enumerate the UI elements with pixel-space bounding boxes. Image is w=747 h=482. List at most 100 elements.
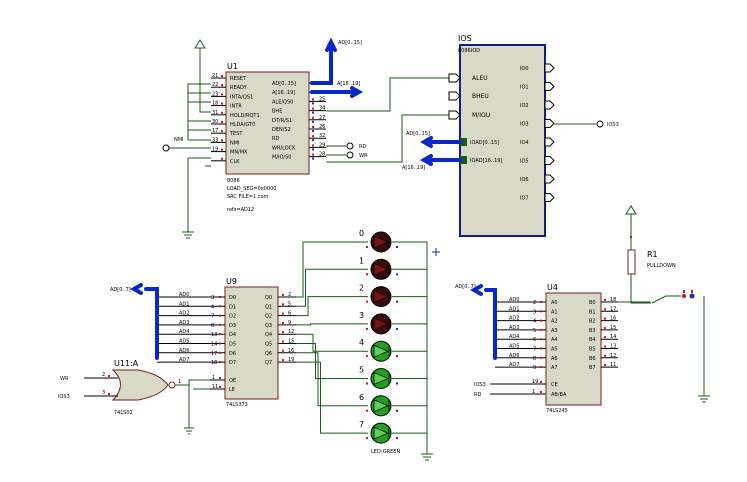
u11-input-wr: WR xyxy=(60,376,69,382)
u4-in-label: AD7 xyxy=(509,362,519,368)
u1-pin-num: 22 xyxy=(212,82,218,88)
u9-in-pin: D6 xyxy=(229,351,236,357)
switch-icon xyxy=(651,295,667,304)
u1-pin-num: 29 xyxy=(319,142,325,148)
u1-address-bus: AD[0..15] A[16..19] xyxy=(310,37,364,98)
u1-pin-name: TEST xyxy=(229,131,243,137)
output-port-icon xyxy=(544,174,555,184)
u1-pin-num: 31 xyxy=(212,110,218,116)
u9-input-bus: AD[0..7] xyxy=(110,283,159,360)
origin-marker-icon xyxy=(432,248,440,256)
u1-pin-name: MN/MX xyxy=(230,150,248,156)
u4-b-num: 14 xyxy=(610,334,616,340)
u4-ref: U4 xyxy=(547,283,558,292)
u9-in-label: AD6 xyxy=(179,348,189,354)
ios-pin-name: M/IOU xyxy=(472,112,490,119)
r1-pulldown[interactable]: R1 PULLDOWN xyxy=(625,205,710,403)
u1-pin-name: INTA/QS1 xyxy=(230,94,253,100)
u1-prop-src-file: SRC FILE=1.com xyxy=(227,194,269,200)
u11-input-ios3: IOS3 xyxy=(58,394,70,400)
nor-gate-icon xyxy=(111,369,169,401)
u1-bus-label: A[16..19] xyxy=(337,81,360,87)
u9-part: 74LS373 xyxy=(226,402,248,408)
u11-nor-gate[interactable]: U11:A 74LS02 WR IOS3 2 3 1 xyxy=(58,359,210,435)
bus-port-icon xyxy=(460,138,467,146)
u9-in-num: 4 xyxy=(211,304,214,310)
u9-out-num: 2 xyxy=(288,292,291,298)
diode-arrow-icon xyxy=(373,344,390,358)
u4-b-pin: B5 xyxy=(589,347,596,353)
u4-in-label: AD2 xyxy=(509,316,519,322)
nmi-label: NMI xyxy=(174,137,184,143)
u1-ref: U1 xyxy=(227,62,238,71)
u11-part: 74LS02 xyxy=(114,410,133,416)
u1-pin-name: DEN/S2 xyxy=(272,127,291,133)
ios-block[interactable]: IOS 8086IOD ALEUBHEUM/IOUIOAD[0..15]AD[0… xyxy=(402,34,619,237)
u4-b-num: 11 xyxy=(610,362,616,368)
u1-prop-load-seg: LOAD_SEG=0x0000 xyxy=(227,186,277,192)
u9-in-num: 17 xyxy=(211,351,217,357)
u1-cpu[interactable]: U1 8086 LOAD_SEG=0x0000 SRC FILE=1.com r… xyxy=(211,62,326,213)
u1-pin-name: DT/R/S1 xyxy=(272,118,292,124)
u4-ctrl-label: IOS3 xyxy=(474,382,486,388)
ios-bus-label: A[16..19] xyxy=(402,165,425,171)
u1-control-net: RD WR xyxy=(326,77,449,163)
u4-a-pin: A4 xyxy=(551,337,558,343)
u9-in-pin: D1 xyxy=(229,304,236,310)
u1-pin-name: HLDA/GT0 xyxy=(230,122,255,128)
output-port-icon xyxy=(544,156,555,165)
ios3-terminal-label: IOS3 xyxy=(607,122,619,128)
u4-b-num: 18 xyxy=(610,297,616,303)
u4-b-num: 17 xyxy=(610,306,616,312)
led-part-label: LED-GREEN xyxy=(371,449,400,455)
u1-body xyxy=(225,71,310,175)
diode-arrow-icon xyxy=(373,262,390,276)
u1-pin-name: RD xyxy=(272,136,279,142)
ground-icon xyxy=(698,395,710,403)
u4-in-num: 9 xyxy=(533,365,536,371)
u4-part: 74LS245 xyxy=(546,408,568,414)
output-port-icon xyxy=(544,100,555,110)
u9-out-pin: Q0 xyxy=(265,295,272,301)
u1-pin-name: A[16..19] xyxy=(272,90,295,96)
wr-terminal-label: WR xyxy=(359,153,368,159)
u4-a-pin: A7 xyxy=(551,365,558,371)
u4-ctrl-num: 1 xyxy=(532,389,535,395)
led-number: 0 xyxy=(359,229,364,238)
u9-ctrl-pin: OE xyxy=(229,378,236,384)
u1-pin-num: 27 xyxy=(319,115,325,121)
u4-b-num: 13 xyxy=(610,344,616,350)
input-port-icon xyxy=(448,91,461,101)
ios3-terminal-icon xyxy=(596,120,604,128)
ios-io-pin-name: IO5 xyxy=(520,159,529,165)
u4-in-label: AD3 xyxy=(509,325,519,331)
rd-terminal-icon xyxy=(346,142,354,150)
led-number: 5 xyxy=(359,366,364,375)
u9-in-num: 14 xyxy=(211,342,217,348)
output-port-icon xyxy=(544,193,555,202)
u1-pin-name: HOLD/RQT1 xyxy=(230,113,260,119)
u9-in-label: AD3 xyxy=(179,320,189,326)
led-number: 6 xyxy=(359,393,364,402)
u4-b-pin: B0 xyxy=(589,300,596,306)
u1-pin-name: READY xyxy=(230,85,248,91)
u4-b-pin: B6 xyxy=(589,356,596,362)
u4-b-pin: B4 xyxy=(589,337,596,343)
u9-out-pin: Q4 xyxy=(265,332,272,338)
u1-pin-name: AD[0..15] xyxy=(272,81,296,87)
svg-text:2: 2 xyxy=(102,372,105,378)
ios-io-pin-name: IO4 xyxy=(520,140,529,146)
u1-pin-name: RESET xyxy=(230,76,247,82)
u9-out-pin: Q2 xyxy=(265,314,272,320)
u1-pin-num: 30 xyxy=(212,119,218,125)
u9-out-num: 12 xyxy=(288,329,294,335)
input-port-icon xyxy=(448,73,461,83)
u4-in-num: 8 xyxy=(533,356,536,362)
ios-bus-pin-name: IOAD[0..15] xyxy=(470,140,499,146)
nmi-terminal-icon xyxy=(162,144,170,152)
